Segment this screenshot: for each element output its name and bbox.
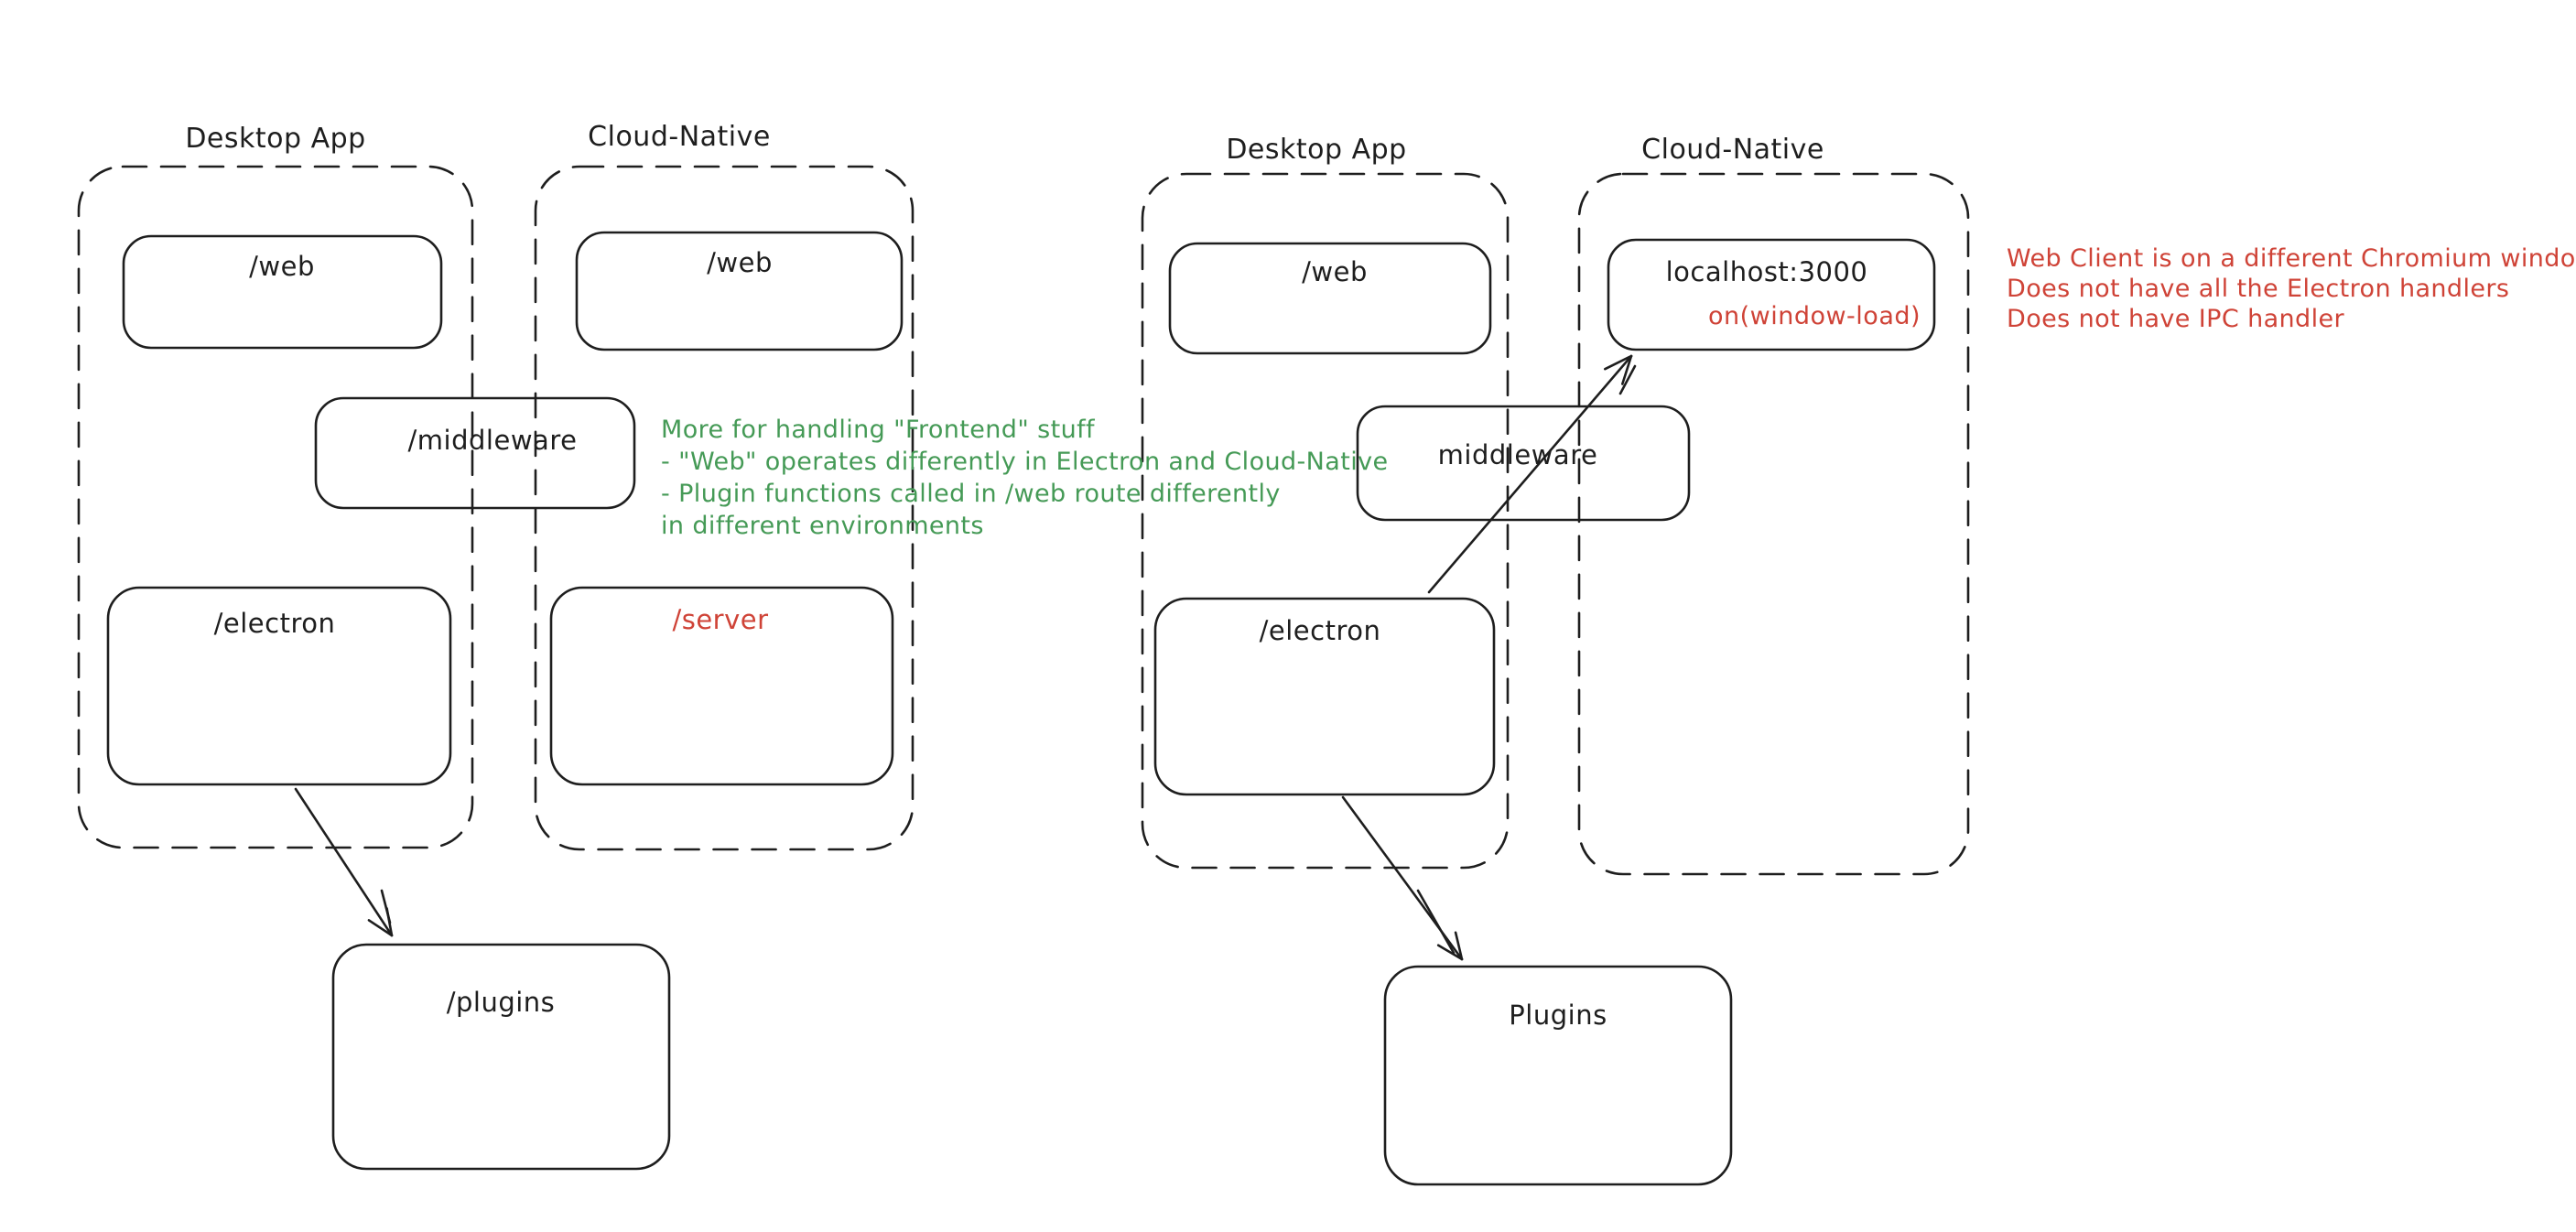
right-cloud-native-container: [1577, 172, 1970, 876]
right-red-note: Web Client is on a different Chromium wi…: [2007, 243, 2576, 334]
left-green-note-line-1: More for handling "Frontend" stuff: [661, 416, 1095, 444]
left-middleware-label: /middleware: [407, 425, 578, 456]
right-web-label: /web: [1302, 256, 1368, 287]
right-localhost-label: localhost:3000: [1665, 256, 1868, 287]
left-server-box: [549, 586, 894, 786]
left-web-cloud-box: [575, 231, 904, 351]
left-desktop-app-label: Desktop App: [185, 123, 366, 155]
right-middleware-box: [1356, 405, 1691, 522]
right-middleware-label: middleware: [1437, 439, 1598, 470]
right-web-box: [1168, 242, 1492, 355]
right-electron-box: [1153, 597, 1496, 796]
left-green-note-line-2: - "Web" operates differently in Electron…: [661, 448, 1389, 476]
right-electron-to-localhost-arrow: [1427, 354, 1637, 594]
left-electron-to-plugins-arrow: [294, 787, 394, 937]
right-desktop-app-container: [1141, 172, 1510, 870]
left-plugins-label: /plugins: [446, 987, 556, 1018]
left-middleware-box: [314, 396, 636, 510]
right-red-note-line-3: Does not have IPC handler: [2007, 305, 2345, 333]
left-plugins-box: [331, 943, 671, 1171]
left-web-desktop-label: /web: [249, 251, 315, 282]
left-server-label: /server: [672, 604, 769, 635]
right-on-window-load-label: on(window-load): [1707, 302, 1921, 330]
left-green-note-line-4: in different environments: [661, 512, 984, 540]
right-electron-label: /electron: [1259, 615, 1381, 646]
left-electron-box: [106, 586, 452, 786]
left-electron-label: /electron: [213, 608, 336, 639]
right-plugins-box: [1383, 965, 1733, 1186]
right-plugins-label: Plugins: [1509, 1000, 1607, 1031]
right-red-note-line-2: Does not have all the Electron handlers: [2007, 275, 2510, 303]
left-green-note-line-3: - Plugin functions called in /web route …: [661, 480, 1281, 508]
right-desktop-app-label: Desktop App: [1226, 134, 1407, 166]
right-cloud-native-label: Cloud-Native: [1641, 134, 1824, 166]
left-cloud-native-label: Cloud-Native: [588, 121, 771, 153]
left-web-cloud-label: /web: [707, 247, 773, 278]
right-red-note-line-1: Web Client is on a different Chromium wi…: [2007, 244, 2576, 273]
left-web-desktop-box: [122, 234, 443, 350]
left-green-note: More for handling "Frontend" stuff - "We…: [661, 414, 1389, 542]
right-electron-to-plugins-arrow: [1341, 795, 1464, 961]
right-localhost-box: [1607, 238, 1936, 351]
